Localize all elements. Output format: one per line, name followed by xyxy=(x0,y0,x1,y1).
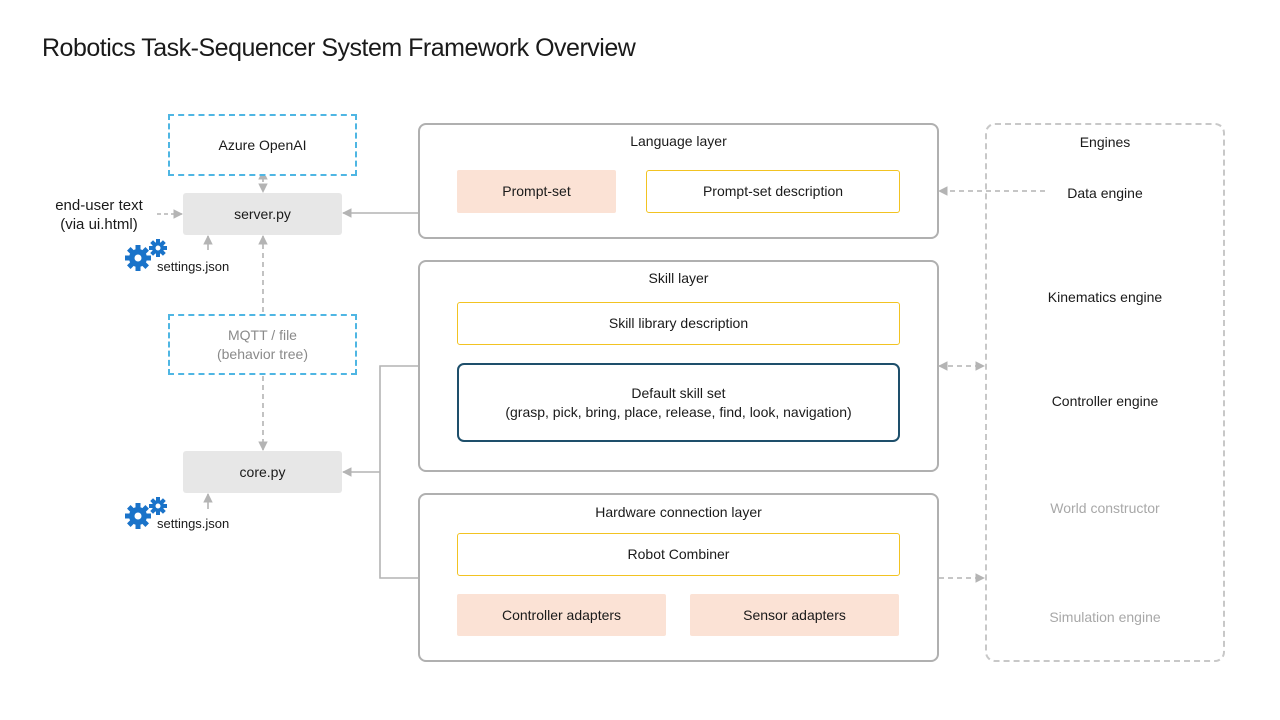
hardware-connection-layer-panel: Hardware connection layer xyxy=(418,493,939,662)
end-user-text-line2: (via ui.html) xyxy=(60,216,138,233)
engines-panel: Engines Data engine Kinematics engine Co… xyxy=(985,123,1225,662)
gear-icon xyxy=(125,239,167,271)
kinematics-engine-label: Kinematics engine xyxy=(1047,289,1163,305)
core-py-label: core.py xyxy=(239,463,286,480)
prompt-set-description-box: Prompt-set description xyxy=(646,170,900,213)
prompt-set-box: Prompt-set xyxy=(457,170,616,213)
gear-icon xyxy=(125,497,167,529)
mqtt-file-box: MQTT / file (behavior tree) xyxy=(168,314,357,375)
core-py-box: core.py xyxy=(183,451,342,493)
prompt-set-description-label: Prompt-set description xyxy=(702,183,844,199)
controller-adapters-box: Controller adapters xyxy=(457,594,666,636)
azure-openai-label: Azure OpenAI xyxy=(218,136,307,153)
skill-library-description-box: Skill library description xyxy=(457,302,900,345)
robot-combiner-label: Robot Combiner xyxy=(627,546,730,562)
settings-json-label-core: settings.json xyxy=(157,516,230,531)
sensor-adapters-box: Sensor adapters xyxy=(690,594,899,636)
settings-json-label-server: settings.json xyxy=(157,259,230,274)
skill-library-description-label: Skill library description xyxy=(608,315,749,331)
hardware-layer-title: Hardware connection layer xyxy=(595,504,762,520)
end-user-text-label: end-user text (via ui.html) xyxy=(40,196,158,234)
simulation-engine-label: Simulation engine xyxy=(1049,609,1161,625)
language-layer-title: Language layer xyxy=(630,133,727,149)
mqtt-line2: (behavior tree) xyxy=(216,345,309,362)
world-constructor-label: World constructor xyxy=(1050,500,1160,516)
data-engine-label: Data engine xyxy=(1067,185,1143,201)
controller-adapters-label: Controller adapters xyxy=(501,606,622,623)
engines-title: Engines xyxy=(1079,134,1131,150)
default-skill-set-title: Default skill set xyxy=(631,384,726,401)
mqtt-line1: MQTT / file xyxy=(228,326,297,343)
robot-combiner-box: Robot Combiner xyxy=(457,533,900,576)
controller-engine-label: Controller engine xyxy=(1051,393,1159,409)
page-title: Robotics Task-Sequencer System Framework… xyxy=(42,34,636,62)
prompt-set-label: Prompt-set xyxy=(502,183,571,199)
end-user-text-line1: end-user text xyxy=(55,197,143,214)
server-py-label: server.py xyxy=(234,205,291,222)
skill-layer-title: Skill layer xyxy=(648,270,709,286)
server-py-box: server.py xyxy=(183,193,342,235)
sensor-adapters-label: Sensor adapters xyxy=(743,606,846,623)
default-skill-set-list: (grasp, pick, bring, place, release, fin… xyxy=(505,403,852,420)
default-skill-set-box: Default skill set (grasp, pick, bring, p… xyxy=(457,363,900,442)
azure-openai-box: Azure OpenAI xyxy=(168,114,357,176)
